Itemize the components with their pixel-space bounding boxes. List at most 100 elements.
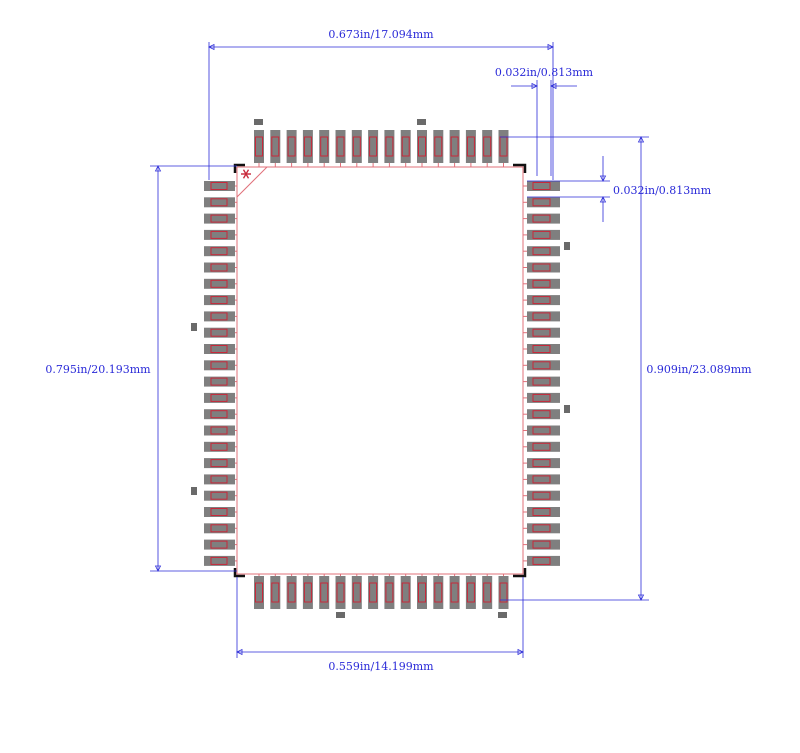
dimension-arrow xyxy=(517,648,524,656)
pad-right xyxy=(527,360,560,371)
pad-outline xyxy=(320,582,329,603)
pad-left xyxy=(204,295,235,306)
pad-outline xyxy=(532,182,551,190)
dimension-pin-width: 0.032in/0.813mm xyxy=(495,66,594,79)
pad-outline xyxy=(532,296,551,305)
dimension-arrow xyxy=(599,175,607,182)
pad-outline xyxy=(210,279,228,288)
pad-outline xyxy=(532,459,551,468)
pad-bottom xyxy=(433,576,444,609)
pad-top xyxy=(433,130,444,163)
pad-right xyxy=(527,229,560,240)
pad-right xyxy=(527,327,560,338)
pad-outline xyxy=(271,136,280,157)
pad-top xyxy=(384,130,395,163)
pad-outline xyxy=(210,556,228,565)
fiducial-marker xyxy=(191,323,197,331)
dimension-lines xyxy=(150,42,649,658)
pad-right xyxy=(527,181,560,191)
pad-outline xyxy=(210,361,228,370)
pad-outline xyxy=(210,345,228,353)
pad-top xyxy=(319,130,330,163)
pad-outline xyxy=(210,491,228,500)
pad-outline xyxy=(418,136,426,157)
pad-outline xyxy=(532,426,551,435)
pad-outline xyxy=(532,247,551,256)
pad-outline xyxy=(532,475,551,484)
pad-outline xyxy=(210,442,228,451)
pad-outline xyxy=(255,582,263,603)
pad-top xyxy=(417,130,427,163)
pad-bottom xyxy=(465,576,476,609)
pad-outline xyxy=(385,582,394,603)
pad-bottom xyxy=(384,576,395,609)
pad-outline xyxy=(483,136,492,157)
pad-right xyxy=(527,409,560,420)
pad-outline xyxy=(210,524,228,533)
pad-right xyxy=(527,295,560,306)
pad-outline xyxy=(210,508,228,516)
fiducial-marker xyxy=(254,119,263,125)
pad-right xyxy=(527,197,560,208)
pad-outline xyxy=(418,582,426,603)
pad-right xyxy=(527,344,560,354)
pad-left xyxy=(204,376,235,387)
pad-outline xyxy=(532,377,551,386)
pad-top xyxy=(286,130,297,163)
pad-left xyxy=(204,507,235,517)
pad-outline xyxy=(210,247,228,256)
pad-left xyxy=(204,474,235,485)
pad-top xyxy=(482,130,493,163)
pad-outline xyxy=(532,361,551,370)
pad-left xyxy=(204,262,235,273)
dimension-arrow xyxy=(236,648,243,656)
pad-left xyxy=(204,458,235,469)
dimension-arrow xyxy=(154,165,162,172)
pad-top xyxy=(302,130,313,163)
pad-bottom xyxy=(498,576,509,609)
pad-outline xyxy=(210,296,228,305)
pad-bottom xyxy=(449,576,460,609)
pad-outline xyxy=(287,136,296,157)
pad-outline xyxy=(466,582,475,603)
pad-left xyxy=(204,213,235,224)
pad-outline xyxy=(210,410,228,419)
pad-outline xyxy=(210,426,228,435)
dimension-arrow xyxy=(154,565,162,572)
pad-outline xyxy=(532,508,551,516)
fiducial-marker xyxy=(498,612,507,618)
pad-outline xyxy=(532,312,551,321)
pad-right xyxy=(527,213,560,224)
pad-top xyxy=(254,130,264,163)
pad-outline xyxy=(434,582,443,603)
dimension-arrow xyxy=(599,196,607,203)
pad-outline xyxy=(210,459,228,468)
pad-outline xyxy=(303,136,312,157)
pad-left xyxy=(204,197,235,208)
pad-bottom xyxy=(351,576,362,609)
pad-outline xyxy=(271,582,280,603)
pad-bottom xyxy=(254,576,264,609)
pad-left xyxy=(204,311,235,322)
pad-left xyxy=(204,392,235,403)
pad-right xyxy=(527,539,560,550)
dimension-arrow xyxy=(547,43,554,51)
pad-bottom xyxy=(368,576,379,609)
pad-right xyxy=(527,425,560,436)
pad-right xyxy=(527,458,560,469)
asterisk-stroke xyxy=(242,169,250,179)
pad-outline xyxy=(210,377,228,386)
pad-top xyxy=(498,130,509,163)
dimension-arrow xyxy=(637,136,645,143)
pad-outline xyxy=(532,279,551,288)
pad-outline xyxy=(434,136,443,157)
pad-outline xyxy=(369,136,378,157)
pad-outline xyxy=(287,582,296,603)
pad-left xyxy=(204,278,235,289)
dimension-arrow xyxy=(550,82,557,90)
pad-bottom xyxy=(302,576,313,609)
pad-right xyxy=(527,311,560,322)
pad-left xyxy=(204,539,235,550)
pad-right xyxy=(527,474,560,485)
